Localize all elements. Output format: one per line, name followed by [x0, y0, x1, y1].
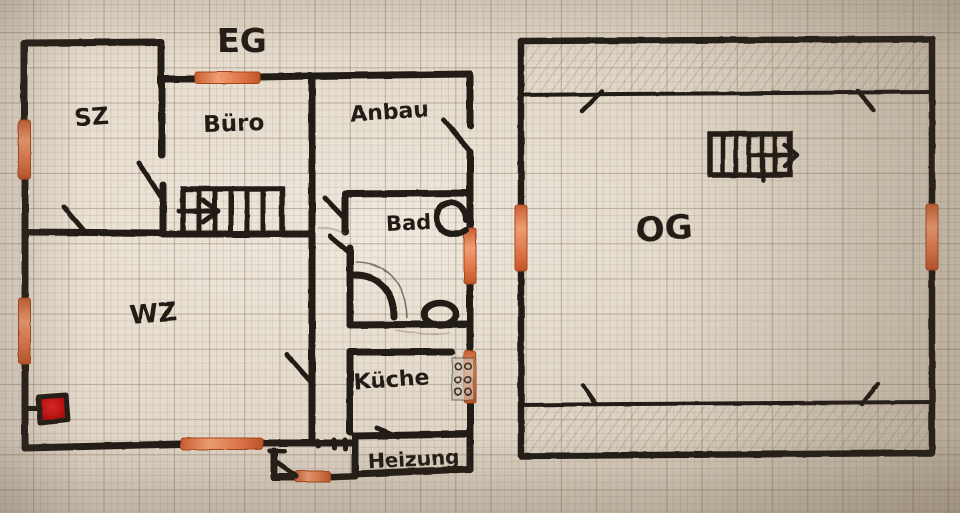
door-vestibule — [273, 459, 299, 479]
wall-wz-top — [21, 228, 167, 237]
eg-walls — [20, 38, 474, 481]
door-sz-to-hall — [136, 160, 166, 203]
door-anbau-right — [441, 117, 472, 153]
door-sz-bottom — [61, 204, 89, 236]
og-knee-line-top-right — [618, 90, 934, 96]
og-walls — [517, 35, 936, 460]
eg-title: EG — [217, 21, 267, 60]
room-label-wz: WZ — [128, 297, 178, 331]
og-wall-top — [517, 35, 936, 45]
og-plan: OG — [514, 35, 939, 460]
og-windows — [514, 203, 939, 272]
og-door-top-left — [579, 88, 605, 114]
room-label-og: OG — [635, 207, 694, 251]
window-vestibule-bottom — [294, 470, 332, 483]
og-door-top-right — [855, 88, 877, 113]
wall-bad-top — [341, 189, 474, 198]
knee-wall-bottom — [521, 404, 932, 456]
door-kueche-left — [284, 352, 314, 385]
wood-stove — [22, 392, 71, 426]
window-og-left — [514, 204, 528, 272]
eg-doors — [61, 117, 472, 479]
wall-sz-top — [20, 38, 165, 47]
wall-buero-top-right — [255, 72, 316, 81]
stair-direction-arrow — [176, 197, 221, 225]
og-staircase — [707, 131, 800, 183]
og-door-bottom-right — [859, 381, 881, 407]
window-wz-left — [18, 297, 31, 365]
room-label-kueche: Küche — [353, 365, 431, 395]
wall-heizung-top — [351, 430, 474, 440]
room-label-buero: Büro — [203, 110, 265, 138]
toilet-icon — [420, 299, 460, 329]
eg-wall-ticks — [315, 437, 348, 452]
cooktop-icon — [451, 357, 475, 401]
room-label-sz: SZ — [73, 102, 110, 132]
pencil-ghost-marks — [317, 226, 451, 335]
eg-labels: EG SZ Büro Anbau Bad WZ Küche Heizung — [73, 21, 460, 473]
sink-icon — [433, 199, 469, 237]
door-bad-left — [327, 233, 354, 257]
knee-wall-top — [521, 41, 932, 95]
og-knee-wall-zones — [521, 41, 932, 456]
window-bad-right — [463, 227, 477, 285]
shower-icon — [351, 271, 398, 321]
og-knee-line-bottom-right — [624, 400, 934, 406]
wall-anbau-top — [308, 70, 474, 80]
room-label-anbau: Anbau — [349, 97, 430, 127]
og-wall-bottom — [517, 449, 936, 460]
wall-wz-bottom-left — [21, 440, 186, 452]
window-buero-top — [194, 71, 261, 84]
og-door-bottom-left — [580, 382, 599, 407]
door-heizung-left — [374, 425, 401, 440]
window-sz-left — [18, 119, 31, 180]
wall-vestibule-bottom-right — [326, 472, 359, 481]
room-label-bad: Bad — [385, 210, 431, 236]
window-og-right — [925, 203, 939, 271]
shower-icon-arc — [354, 261, 408, 319]
eg-plan — [18, 38, 477, 483]
og-knee-line-bottom-left — [519, 402, 626, 407]
eg-staircase — [176, 186, 285, 237]
wall-heizung-bottom — [351, 465, 474, 478]
og-knee-wall-lines — [519, 90, 934, 407]
bad-fixtures — [351, 199, 469, 329]
og-stair-direction-arrow — [749, 142, 800, 183]
room-label-heizung: Heizung — [367, 445, 460, 474]
og-doors — [579, 88, 881, 407]
window-wz-bottom — [180, 437, 264, 450]
door-bad-top — [322, 195, 348, 222]
og-knee-line-top-left — [519, 92, 620, 97]
